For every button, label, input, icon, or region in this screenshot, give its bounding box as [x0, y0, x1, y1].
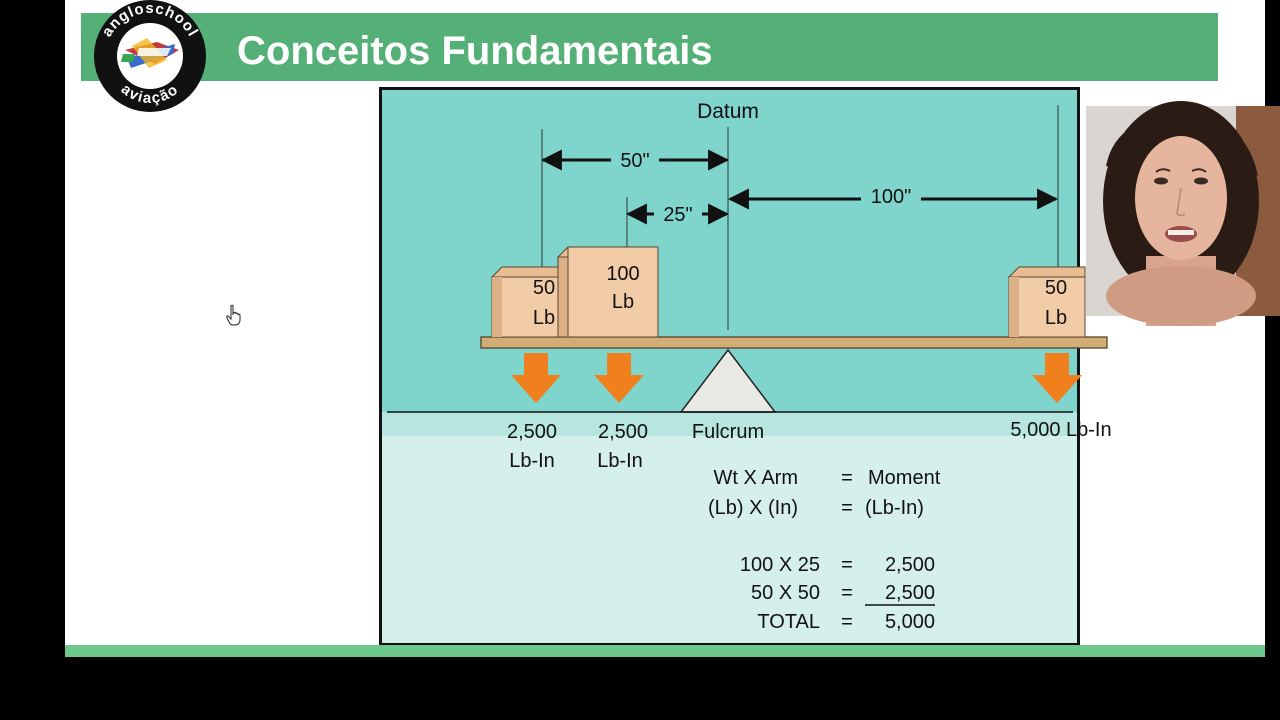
box-left-big-unit: Lb: [612, 291, 634, 313]
datum-label: Datum: [697, 100, 759, 123]
box-left-small-weight: 50: [533, 277, 555, 299]
box-left-big-weight: 100: [606, 263, 639, 285]
hand-pointer-icon: [226, 304, 241, 326]
dimension-100-label: 100": [871, 186, 911, 208]
down-arrow-icon: [1032, 353, 1082, 403]
calc-row1-right: 2,500: [885, 554, 935, 576]
box-right-weight: 50: [1045, 277, 1067, 299]
slide-bottom-bar: [65, 645, 1265, 657]
calc-total-eq: =: [841, 611, 853, 633]
down-arrow-icon: [594, 353, 644, 403]
presenter-webcam: [1086, 101, 1280, 326]
calc-row2-right: 2,500: [885, 582, 935, 604]
calc-total-right: 5,000: [885, 611, 935, 633]
calc-total-left: TOTAL: [757, 611, 820, 633]
moment-left-small-unit: Lb-In: [509, 450, 555, 472]
calc-row1-eq: =: [841, 554, 853, 576]
formula-line1-right: Moment: [868, 467, 941, 489]
calc-row1-left: 100 X 25: [740, 554, 820, 576]
dimension-25-label: 25": [663, 204, 692, 226]
moment-diagram: Datum 50" 25" 100" 50 Lb 100 Lb: [379, 87, 1112, 646]
diagram-frame: [379, 87, 1080, 646]
formula-line2-left: (Lb) X (In): [708, 497, 798, 519]
formula-line2-eq: =: [841, 497, 853, 519]
slide-title: Conceitos Fundamentais: [237, 29, 713, 73]
dimension-50-label: 50": [620, 150, 649, 172]
box-50lb-left: 50 Lb: [490, 266, 569, 338]
school-logo: angloschool aviação: [94, 0, 206, 112]
moment-right-label: 5,000 Lb-In: [1010, 419, 1111, 441]
box-left-small-unit: Lb: [533, 307, 555, 329]
formula-line1-eq: =: [841, 467, 853, 489]
moment-left-big-value: 2,500: [598, 421, 648, 443]
moment-left-big-unit: Lb-In: [597, 450, 643, 472]
balance-beam: [480, 336, 1108, 349]
fulcrum-label: Fulcrum: [692, 421, 764, 443]
box-100lb: 100 Lb: [556, 246, 659, 338]
box-right-unit: Lb: [1045, 307, 1067, 329]
formula-line1-left: Wt X Arm: [714, 467, 798, 489]
presentation-slide: Conceitos Fundamentais angloschool aviaç…: [65, 0, 1265, 657]
formula-line2-right: (Lb-In): [865, 497, 924, 519]
box-50lb-right: 50 Lb: [1007, 266, 1086, 338]
moment-left-small-value: 2,500: [507, 421, 557, 443]
down-arrow-icon: [511, 353, 561, 403]
header-bar: [81, 13, 1218, 81]
calc-row2-left: 50 X 50: [751, 582, 820, 604]
calc-row2-eq: =: [841, 582, 853, 604]
